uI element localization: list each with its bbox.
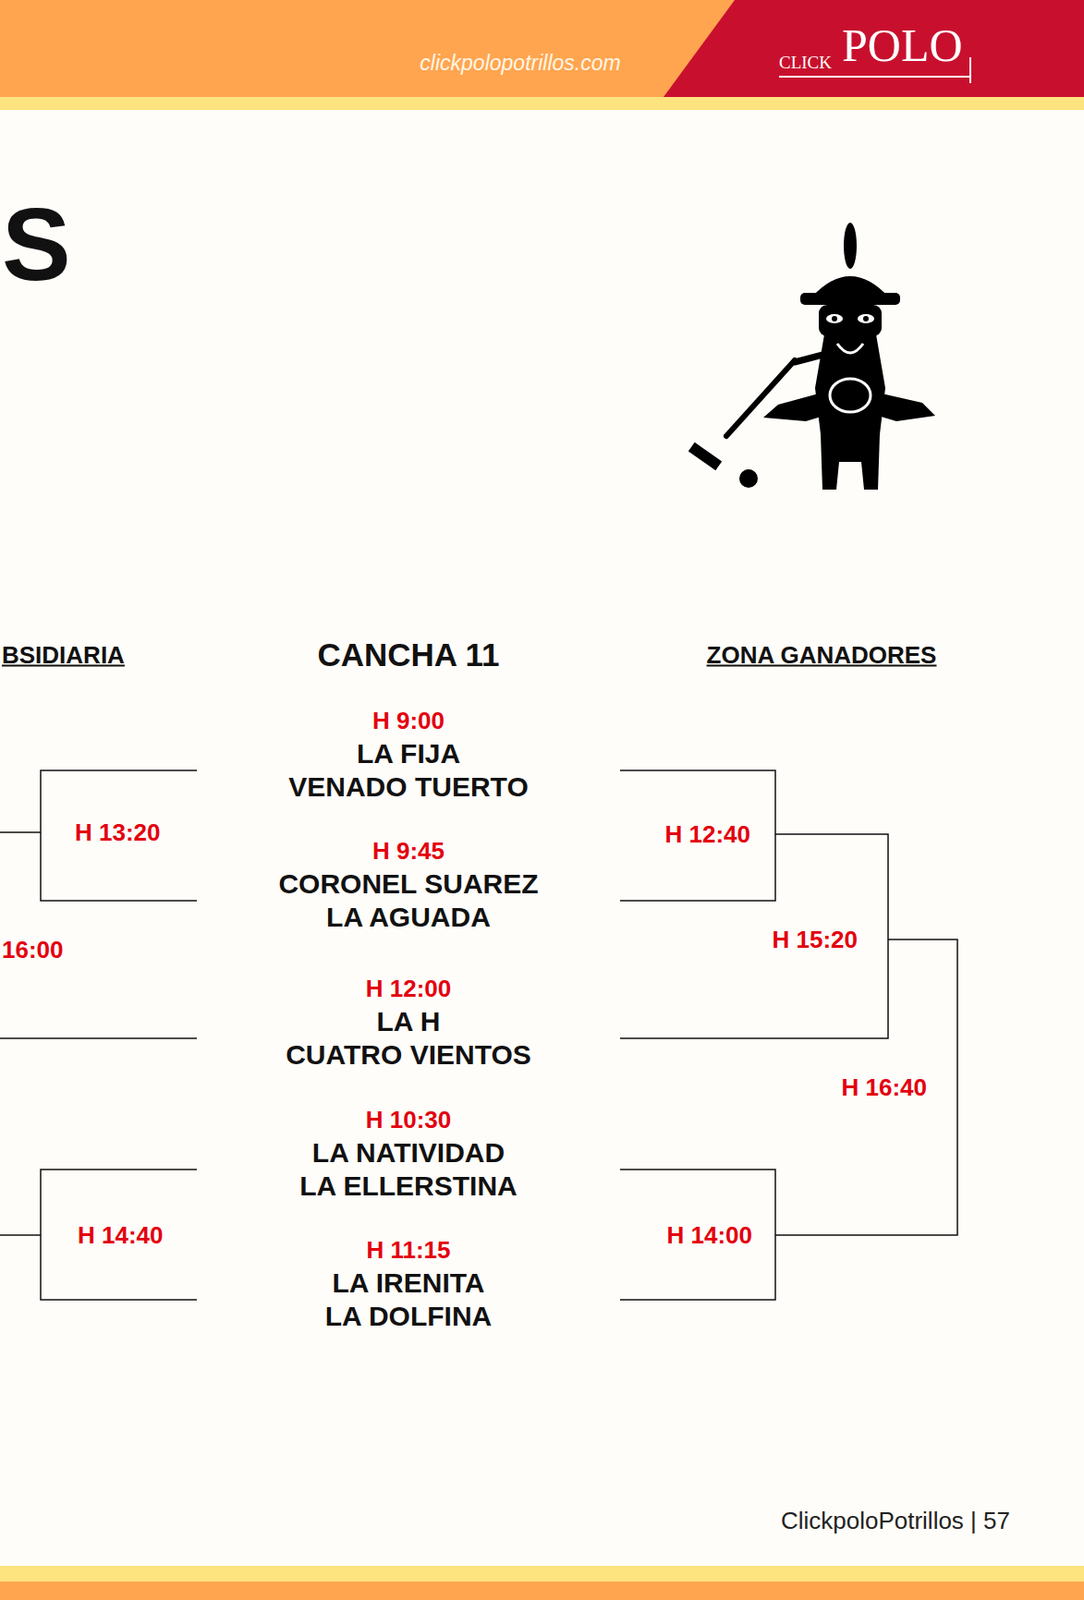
bracket-result: H 16:40 bbox=[836, 1071, 959, 1105]
result-time: H 14:00 bbox=[667, 1220, 754, 1251]
team-name: VENADO TUERTO bbox=[196, 770, 621, 804]
bracket-result: H 14:00 bbox=[661, 1218, 777, 1253]
match-block: H 11:15LA IRENITALA DOLFINA bbox=[196, 1233, 621, 1334]
match-time: H 10:30 bbox=[196, 1103, 621, 1137]
logo-text: POLO bbox=[841, 18, 963, 73]
team-name: LA NATIVIDAD bbox=[196, 1136, 621, 1170]
team-name: LA DOLFINA bbox=[196, 1300, 621, 1334]
match-block: H 9:00LA FIJAVENADO TUERTO bbox=[196, 704, 621, 804]
bracket-stubs bbox=[0, 832, 197, 1236]
match-time: H 9:00 bbox=[196, 704, 621, 738]
result-time: 16:00 bbox=[1, 936, 64, 965]
header-bar bbox=[0, 0, 1084, 98]
team-name: LA IRENITA bbox=[196, 1266, 621, 1301]
logo-underline bbox=[779, 75, 971, 78]
match-block: H 10:30LA NATIVIDADLA ELLERSTINA bbox=[196, 1103, 621, 1204]
result-time: H 13:20 bbox=[74, 817, 161, 848]
result-time: H 16:40 bbox=[841, 1072, 928, 1103]
bracket-line bbox=[775, 834, 889, 940]
polo-player-icon bbox=[688, 222, 936, 490]
team-name: LA ELLERSTINA bbox=[196, 1169, 621, 1204]
match-time: H 11:15 bbox=[196, 1233, 621, 1267]
field-heading: CANCHA 11 bbox=[316, 636, 500, 674]
match-block: H 12:00LA HCUATRO VIENTOS bbox=[196, 972, 621, 1072]
match-block: H 9:45CORONEL SUAREZLA AGUADA bbox=[196, 834, 621, 935]
zone-heading: BSIDIARIA bbox=[1, 641, 125, 670]
bracket-result: H 14:40 bbox=[40, 1218, 170, 1253]
team-name: LA AGUADA bbox=[196, 901, 621, 935]
match-time: H 12:00 bbox=[196, 972, 621, 1006]
match-time: H 9:45 bbox=[196, 834, 621, 868]
logo-text: CLICK bbox=[779, 52, 832, 74]
bracket-line bbox=[775, 1087, 958, 1236]
bracket-result: H 15:20 bbox=[767, 923, 890, 957]
result-time: H 15:20 bbox=[772, 925, 859, 955]
team-name: LA H bbox=[196, 1005, 621, 1039]
bracket-result: H 13:20 bbox=[40, 816, 167, 850]
logo-panel bbox=[663, 0, 1084, 98]
footer-bar bbox=[0, 1582, 1084, 1600]
page-footer: ClickpoloPotrillos | 57 bbox=[780, 1507, 1011, 1536]
bracket-line bbox=[620, 939, 889, 1039]
bracket-line bbox=[888, 939, 958, 1088]
team-name: CORONEL SUAREZ bbox=[196, 867, 621, 902]
result-time: H 12:40 bbox=[665, 819, 752, 850]
footer-stripe bbox=[0, 1566, 1084, 1583]
header-stripe bbox=[0, 97, 1084, 110]
site-url: clickpolopotrillos.com bbox=[419, 50, 621, 76]
team-name: LA FIJA bbox=[196, 737, 621, 771]
zone-heading: ZONA GANADORES bbox=[706, 641, 938, 670]
title-fragment: S bbox=[1, 184, 72, 305]
bracket-result: H 12:40 bbox=[659, 817, 777, 852]
logo-tick bbox=[969, 57, 972, 84]
result-time: H 14:40 bbox=[77, 1220, 164, 1251]
team-name: CUATRO VIENTOS bbox=[196, 1038, 621, 1072]
